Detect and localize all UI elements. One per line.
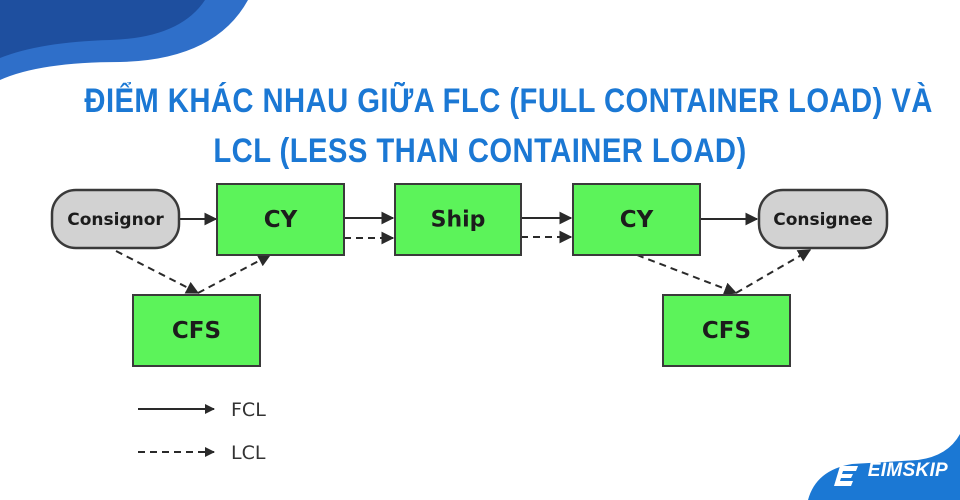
node-consignee: Consignee: [757, 188, 889, 250]
legend-fcl-label: FCL: [231, 399, 266, 421]
edge-lcl-cfs-to-consignee: [735, 249, 812, 294]
corner-decoration: [0, 0, 248, 80]
edge-lcl-cy-to-cfs: [636, 254, 738, 295]
legend-lcl-label: LCL: [231, 442, 266, 464]
node-consignor: Consignor: [50, 188, 181, 250]
title-line-1: ĐIỂM KHÁC NHAU GIỮA FLC (FULL CONTAINER …: [84, 82, 933, 120]
node-cy-origin: CY: [216, 183, 345, 256]
logo-text: EIMSKIP: [867, 460, 948, 481]
node-ship: Ship: [394, 183, 522, 256]
node-cy-origin-label: CY: [264, 207, 298, 233]
eimskip-e-icon: [834, 466, 858, 486]
node-cfs-destination: CFS: [662, 294, 791, 367]
edge-lcl-cfs-to-cy: [197, 254, 272, 294]
page-title: ĐIỂM KHÁC NHAU GIỮA FLC (FULL CONTAINER …: [84, 76, 933, 176]
node-ship-label: Ship: [431, 208, 486, 233]
node-cfs-destination-label: CFS: [702, 318, 751, 344]
node-cy-destination: CY: [572, 183, 701, 256]
node-consignee-label: Consignee: [773, 210, 873, 230]
edge-lcl-consignor-to-cfs: [115, 250, 200, 294]
node-cfs-origin: CFS: [132, 294, 261, 367]
eimskip-logo: EIMSKIP: [808, 434, 960, 500]
node-consignor-label: Consignor: [67, 210, 164, 230]
node-cfs-origin-label: CFS: [172, 318, 221, 344]
legend: FCL LCL: [138, 399, 266, 464]
node-cy-destination-label: CY: [620, 207, 654, 233]
title-line-2: LCL (LESS THAN CONTAINER LOAD): [213, 132, 747, 170]
